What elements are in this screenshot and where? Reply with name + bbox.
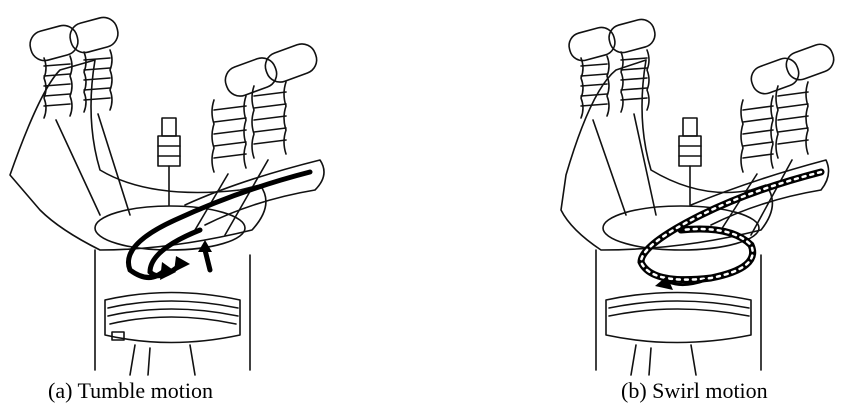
valve-left-1 — [566, 25, 626, 215]
spark-plug — [679, 118, 701, 205]
connecting-rod — [631, 345, 696, 375]
valve-right-2 — [225, 40, 321, 235]
engine-illustration-swirl — [421, 0, 841, 419]
engine-illustration-tumble — [0, 0, 420, 419]
caption-swirl-motion: (b) Swirl motion — [621, 378, 768, 404]
valve-left-2 — [67, 14, 130, 215]
figure-b-swirl: (b) Swirl motion — [421, 0, 841, 419]
caption-tumble-motion: (a) Tumble motion — [48, 378, 213, 404]
valve-right-2 — [751, 41, 837, 235]
piston — [606, 293, 751, 343]
connecting-rod — [130, 345, 195, 375]
figure-a-tumble: (a) Tumble motion — [0, 0, 420, 419]
